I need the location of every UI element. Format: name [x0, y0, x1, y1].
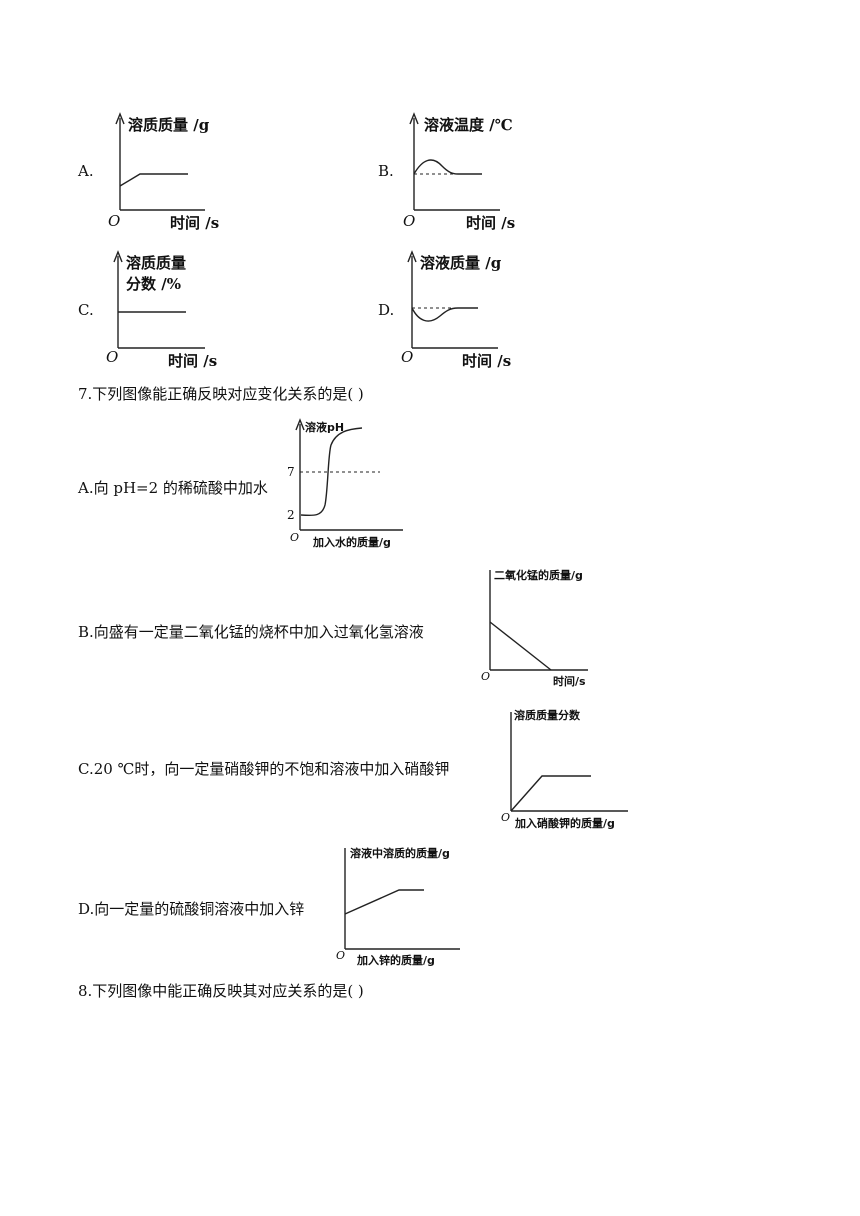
x-axis-label: 时间 /s	[168, 352, 218, 370]
y-arrow	[295, 418, 305, 431]
x-axis-label: 时间/s	[553, 675, 586, 688]
y-arrow	[409, 112, 419, 125]
y-arrow	[407, 250, 417, 263]
origin-label: O	[403, 212, 416, 230]
y-axis-label: 二氧化锰的质量/g	[494, 569, 583, 582]
option-text: B.向盛有一定量二氧化锰的烧杯中加入过氧化氢溶液	[78, 623, 424, 641]
curve	[411, 307, 478, 322]
y-axis-label: 溶质质量分数	[514, 709, 580, 722]
curve	[119, 173, 188, 187]
option-letter: B.	[378, 162, 394, 180]
y-axis-label-line1: 溶质质量	[126, 254, 187, 272]
curve	[489, 621, 552, 671]
origin-label: O	[336, 949, 346, 962]
option-text: D.向一定量的硫酸铜溶液中加入锌	[78, 900, 305, 918]
x-axis-label: 时间 /s	[466, 214, 516, 232]
curve	[344, 889, 424, 915]
option-text: A.向 pH=2 的稀硫酸中加水	[78, 479, 268, 497]
curve	[300, 427, 363, 517]
origin-label: O	[106, 348, 119, 366]
x-axis-label: 加入水的质量/g	[313, 536, 391, 549]
origin-label: O	[290, 531, 300, 544]
x-axis-label: 加入硝酸钾的质量/g	[515, 817, 615, 830]
y-arrow	[115, 112, 125, 125]
option-letter: D.	[378, 301, 395, 319]
q7-stem: 7.下列图像能正确反映对应变化关系的是( )	[78, 385, 364, 403]
q8-stem: 8.下列图像中能正确反映其对应关系的是( )	[78, 982, 364, 1000]
y-axis-label: 溶质质量 /g	[128, 116, 210, 134]
y-axis-label: 溶液温度 /℃	[424, 116, 513, 134]
y-axis-label-line2: 分数 /%	[126, 275, 181, 293]
y-arrow	[113, 250, 123, 263]
tick-2: 2	[287, 508, 295, 522]
curve	[510, 775, 591, 812]
y-axis-label: 溶液pH	[305, 421, 345, 434]
option-letter: C.	[78, 301, 94, 319]
curve	[413, 159, 482, 175]
x-axis-label: 时间 /s	[462, 352, 512, 370]
option-letter: A.	[78, 162, 94, 180]
x-axis-label: 加入锌的质量/g	[357, 954, 435, 967]
origin-label: O	[481, 670, 491, 683]
origin-label: O	[108, 212, 121, 230]
y-axis-label: 溶液中溶质的质量/g	[350, 847, 450, 860]
tick-7: 7	[287, 465, 295, 479]
x-axis-label: 时间 /s	[170, 214, 220, 232]
origin-label: O	[401, 348, 414, 366]
y-axis-label: 溶液质量 /g	[420, 254, 502, 272]
option-text: C.20 ℃时，向一定量硝酸钾的不饱和溶液中加入硝酸钾	[78, 760, 450, 778]
origin-label: O	[501, 811, 511, 824]
